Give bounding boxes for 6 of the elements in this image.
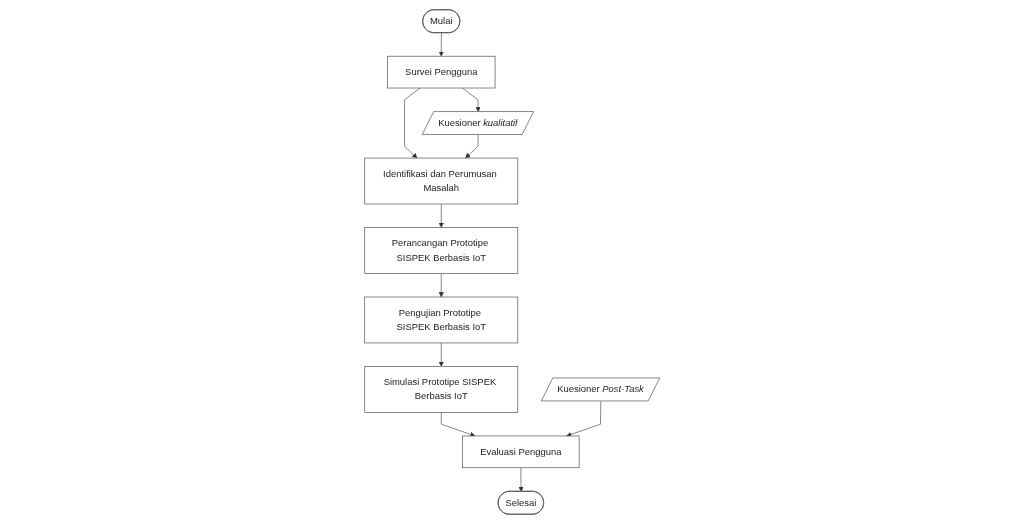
node-box: Identifikasi dan Perumusan Masalah	[364, 157, 518, 205]
node-box: Simulasi Prototipe SISPEK Berbasis IoT	[364, 366, 518, 413]
node-box: Pengujian Prototipe SISPEK Berbasis IoT	[364, 296, 518, 344]
node-box: Evaluasi Pengguna	[462, 435, 580, 469]
node-box: Perancangan Prototipe SISPEK Berbasis IoT	[364, 227, 518, 274]
node-box: Survei Pengguna	[386, 55, 496, 89]
